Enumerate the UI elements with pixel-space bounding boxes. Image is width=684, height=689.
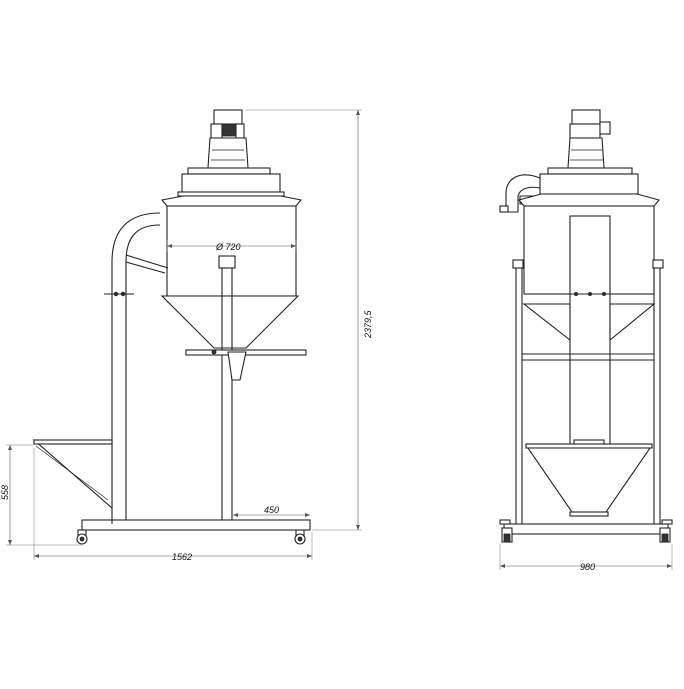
front-wheel-left (501, 527, 513, 543)
dim-length: 1562 (33, 448, 313, 562)
front-base-frame (499, 519, 673, 535)
front-view: 980 (499, 109, 673, 572)
dim-width-label: 980 (580, 562, 595, 572)
side-base-frame (81, 519, 311, 531)
front-wheel-right (659, 527, 671, 543)
front-motor (567, 109, 611, 169)
dim-hopper-height: 558 (0, 444, 82, 546)
dim-height-label: 2379,5 (363, 309, 373, 339)
side-motor (207, 109, 249, 169)
dim-diameter-label: Ø 720 (215, 242, 241, 252)
front-collection-hopper (525, 439, 653, 517)
side-cyclone-body (160, 205, 300, 349)
dim-hopper-height-label: 558 (0, 485, 10, 500)
side-wheel-left (76, 529, 88, 545)
front-legs (512, 259, 664, 524)
side-support-post (185, 255, 307, 522)
dim-height: 2379,5 (246, 109, 373, 531)
side-inlet-duct (104, 212, 169, 520)
dim-length-label: 1562 (172, 552, 192, 562)
side-fan-housing (160, 167, 303, 207)
dim-leg-offset: 450 (233, 505, 310, 517)
side-inlet-hopper (32, 439, 113, 510)
dim-leg-offset-label: 450 (264, 505, 279, 515)
dim-diameter: Ø 720 (166, 240, 297, 252)
front-body (522, 205, 656, 449)
dim-width: 980 (499, 544, 673, 572)
front-fan-housing (499, 167, 660, 213)
side-wheel-right (294, 529, 306, 545)
side-view: Ø 720 2379,5 450 558 (0, 109, 373, 562)
